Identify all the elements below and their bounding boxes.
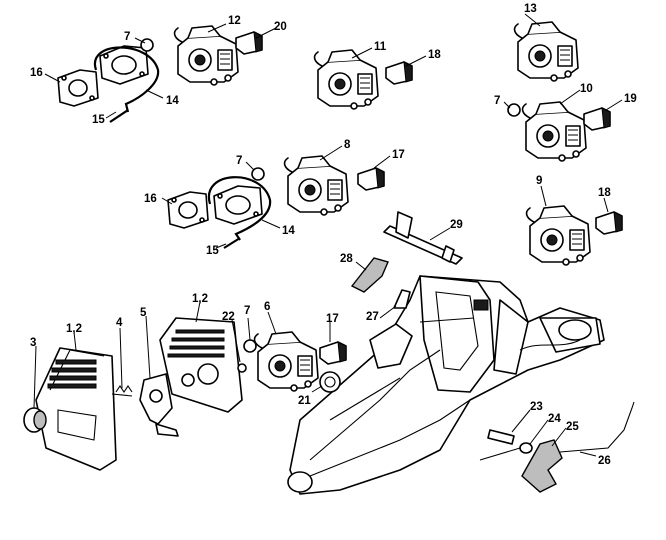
callout-10: 10 xyxy=(580,83,593,95)
callout-20: 20 xyxy=(274,21,287,33)
callout-27: 27 xyxy=(366,311,379,323)
callout-16-top: 16 xyxy=(30,67,43,79)
choke-cable-top xyxy=(93,46,160,113)
callout-1-2-left: 1,2 xyxy=(66,323,82,335)
callout-25: 25 xyxy=(566,421,579,433)
callout-15-mid: 15 xyxy=(206,245,219,257)
callout-18-right: 18 xyxy=(598,187,611,199)
leader-lines xyxy=(33,13,623,457)
callout-1-2-right: 1,2 xyxy=(192,293,208,305)
callout-14-top: 14 xyxy=(166,95,179,107)
carburetor-9 xyxy=(525,205,591,266)
callout-16-mid: 16 xyxy=(144,193,157,205)
lever-18-right xyxy=(595,211,623,235)
gasket-14-mid xyxy=(213,185,263,225)
choke-cable-mid xyxy=(207,176,272,241)
callout-15-top: 15 xyxy=(92,114,105,126)
callout-24: 24 xyxy=(548,413,561,425)
callout-6: 6 xyxy=(264,301,270,313)
carburetor-10 xyxy=(521,101,587,162)
callout-29: 29 xyxy=(450,219,463,231)
callout-26: 26 xyxy=(598,455,611,467)
callout-5: 5 xyxy=(140,307,147,319)
engine-housing xyxy=(287,275,605,495)
lever-19 xyxy=(583,107,611,131)
spring-4 xyxy=(111,385,133,397)
filter-cover-1-2-right xyxy=(159,317,243,413)
knob-3 xyxy=(23,407,47,433)
lever-28 xyxy=(350,257,389,293)
callout-7-right: 7 xyxy=(494,95,500,107)
lever-17-top xyxy=(357,167,385,191)
callout-21: 21 xyxy=(298,395,311,407)
callout-9: 9 xyxy=(536,175,542,187)
callout-23: 23 xyxy=(530,401,543,413)
lever-17-low xyxy=(319,341,347,365)
callout-labels: 7 12 20 16 14 15 11 18 13 7 10 19 7 8 17… xyxy=(30,3,637,467)
sleeve-21 xyxy=(319,371,341,393)
nut-22 xyxy=(237,363,247,373)
carburetor-6 xyxy=(253,331,319,392)
filter-part-5 xyxy=(139,373,179,437)
gasket-16-mid xyxy=(167,191,209,229)
callout-19: 19 xyxy=(624,93,637,105)
callout-8: 8 xyxy=(344,139,351,151)
washer-24 xyxy=(519,442,533,454)
carburetor-8 xyxy=(283,155,349,216)
callout-7-top: 7 xyxy=(124,31,130,43)
spring-clip-27 xyxy=(393,289,411,309)
callout-17-top: 17 xyxy=(392,149,405,161)
callout-28: 28 xyxy=(340,253,353,265)
lever-20 xyxy=(235,31,263,55)
o-ring-7-mid xyxy=(251,167,265,181)
throttle-rod-26 xyxy=(559,401,635,453)
callout-17-low: 17 xyxy=(326,313,339,325)
carburetor-11 xyxy=(313,49,379,110)
pin-23 xyxy=(487,429,515,445)
callout-7-mid: 7 xyxy=(236,155,242,167)
gasket-16-top xyxy=(57,69,99,107)
callout-14-mid: 14 xyxy=(282,225,295,237)
callout-12: 12 xyxy=(228,15,241,27)
o-ring-7-top xyxy=(140,38,154,52)
callout-4: 4 xyxy=(116,317,123,329)
o-ring-7-right xyxy=(507,103,521,117)
carburetor-13 xyxy=(513,21,579,82)
callout-3: 3 xyxy=(30,337,36,349)
callout-7-low: 7 xyxy=(244,305,250,317)
throttle-lever-25 xyxy=(521,439,563,493)
carburetor-12 xyxy=(173,25,239,86)
callout-18-top: 18 xyxy=(428,49,441,61)
filter-cover-1-2-left xyxy=(35,347,117,471)
callout-22: 22 xyxy=(222,311,235,323)
callout-13: 13 xyxy=(524,3,537,15)
callout-11: 11 xyxy=(374,41,387,53)
